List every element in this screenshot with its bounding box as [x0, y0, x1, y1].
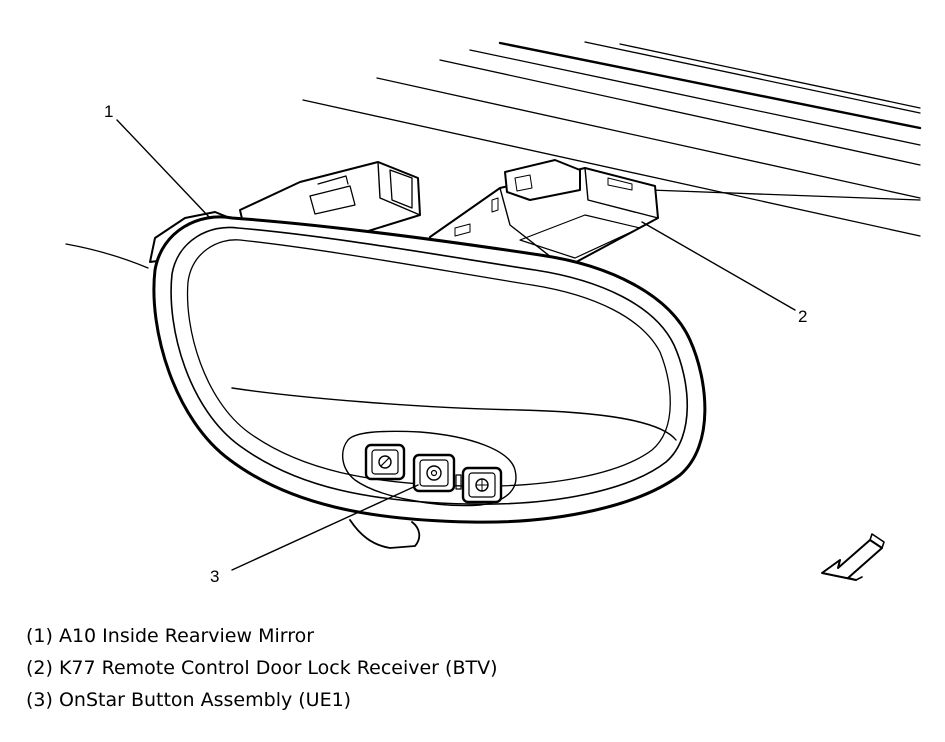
headliner-lines	[302, 41, 922, 237]
callout-2: 2	[798, 307, 807, 326]
wire-harness	[65, 243, 149, 269]
callout-3: 3	[210, 567, 219, 586]
legend: (1) A10 Inside Rearview Mirror (2) K77 R…	[26, 620, 498, 716]
legend-item-1: (1) A10 Inside Rearview Mirror	[26, 625, 315, 647]
service-button-icon	[461, 466, 503, 504]
onstar-button-icon	[412, 453, 456, 493]
legend-item-2: (2) K77 Remote Control Door Lock Receive…	[26, 657, 498, 679]
onstar-button-assembly	[342, 430, 517, 507]
callout-1: 1	[104, 102, 113, 121]
mirror-diagram: 1 2 3	[65, 41, 922, 586]
mirror-housing	[152, 215, 707, 549]
leader-lines	[116, 119, 796, 571]
phone-button-icon	[364, 443, 406, 481]
direction-arrow-icon	[821, 533, 885, 581]
legend-item-3: (3) OnStar Button Assembly (UE1)	[26, 689, 352, 711]
